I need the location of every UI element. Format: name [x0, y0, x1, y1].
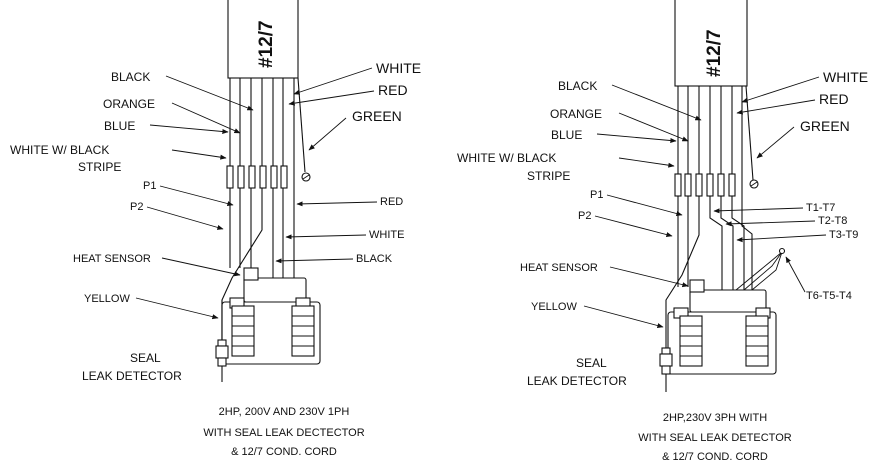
- left-seal-probe: [215, 300, 229, 382]
- right-cord-label: #12/7: [704, 29, 725, 77]
- left-cord-label: #12/7: [256, 20, 277, 68]
- right-label-white-stripe: WHITE W/ BLACK: [457, 151, 556, 165]
- left-label-p2: P2: [130, 201, 143, 213]
- right-diagram: #12/7: [457, 0, 868, 463]
- left-label-white-stripe: WHITE W/ BLACK: [10, 143, 109, 157]
- left-label-yellow: YELLOW: [84, 293, 130, 305]
- left-label-blue: BLUE: [104, 119, 135, 133]
- right-label-yellow: YELLOW: [531, 301, 577, 313]
- right-label-t1-t7: T1-T7: [806, 202, 835, 214]
- left-label-black: BLACK: [111, 70, 150, 84]
- left-label-p1: P1: [143, 180, 156, 192]
- right-label-p1: P1: [590, 189, 603, 201]
- right-label-stripe: STRIPE: [527, 169, 570, 183]
- right-cord-jacket: [674, 0, 748, 87]
- right-label-blue: BLUE: [551, 128, 582, 142]
- left-label-red: RED: [378, 82, 408, 98]
- left-label-white: WHITE: [376, 60, 421, 76]
- left-label-leak-detector: LEAK DETECTOR: [82, 369, 182, 383]
- left-heat-sensor: [243, 267, 259, 281]
- right-caption-line-2: WITH SEAL LEAK DETECTOR: [638, 432, 791, 444]
- left-caption-line-3: & 12/7 COND. CORD: [231, 446, 337, 458]
- left-connectors: [226, 165, 288, 189]
- left-cord-jacket: [227, 0, 299, 79]
- right-seal-probe: [659, 347, 673, 392]
- right-heat-sensor: [689, 279, 705, 293]
- right-label-red: RED: [819, 91, 849, 107]
- left-label-green: GREEN: [352, 108, 402, 124]
- left-label-red2: RED: [380, 196, 403, 208]
- right-label-t6-t5-t4: T6-T5-T4: [806, 290, 852, 302]
- right-caption-line-1: 2HP,230V 3PH WITH: [663, 412, 767, 424]
- left-label-seal: SEAL: [130, 351, 161, 365]
- right-label-seal: SEAL: [576, 356, 607, 370]
- right-motor: [667, 279, 777, 375]
- right-label-t2-t8: T2-T8: [818, 215, 847, 227]
- left-label-orange: ORANGE: [103, 97, 155, 111]
- right-label-heat-sensor: HEAT SENSOR: [520, 262, 598, 274]
- right-label-orange: ORANGE: [550, 107, 602, 121]
- left-label-heat-sensor: HEAT SENSOR: [73, 253, 151, 265]
- left-label-white2: WHITE: [369, 229, 404, 241]
- right-label-green: GREEN: [800, 118, 850, 134]
- left-caption-line-2: WITH SEAL LEAK DECTECTOR: [203, 427, 364, 439]
- right-label-t3-t9: T3-T9: [829, 229, 858, 241]
- left-diagram: #12/7: [10, 0, 421, 458]
- right-label-p2: P2: [578, 210, 591, 222]
- right-conductors: [665, 85, 786, 348]
- left-label-black2: BLACK: [356, 253, 393, 265]
- right-label-leak-detector: LEAK DETECTOR: [527, 374, 627, 388]
- right-caption-line-3: & 12/7 COND. CORD: [662, 451, 768, 463]
- left-label-stripe: STRIPE: [78, 160, 121, 174]
- right-label-black: BLACK: [558, 79, 597, 93]
- right-connectors: [674, 173, 736, 197]
- right-label-white: WHITE: [823, 69, 868, 85]
- left-caption-line-1: 2HP, 200V AND 230V 1PH: [219, 406, 350, 418]
- left-motor: [221, 267, 321, 365]
